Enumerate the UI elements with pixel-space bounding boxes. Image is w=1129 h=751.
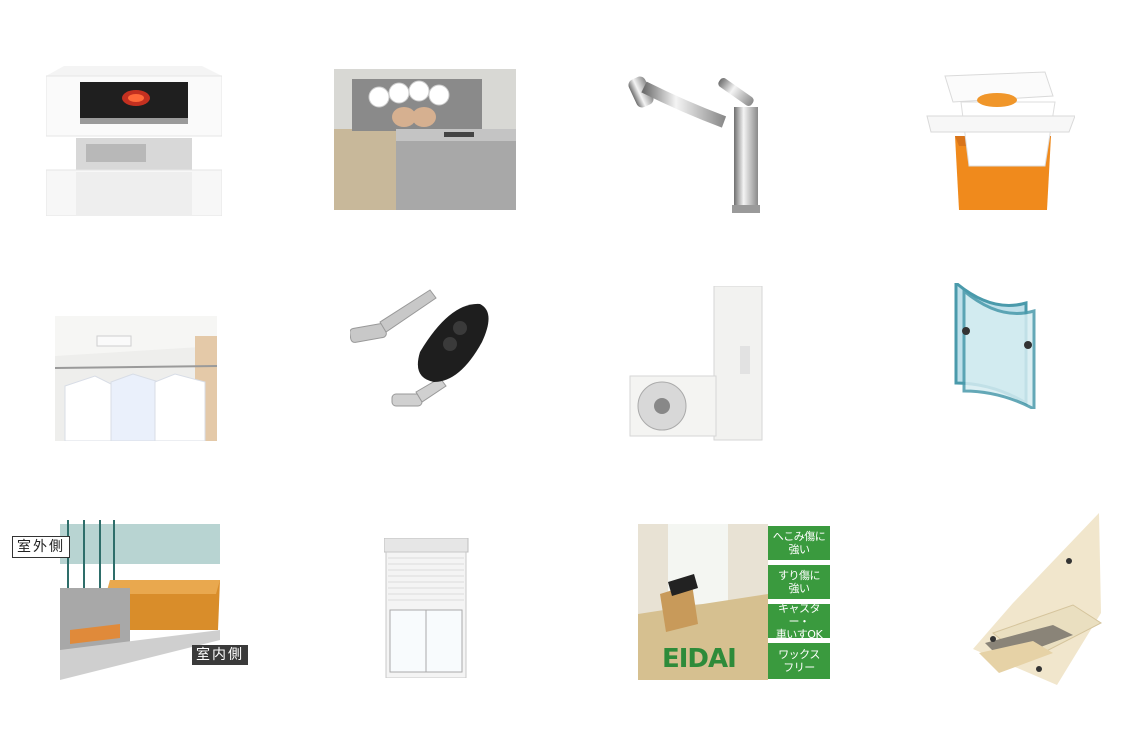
eidai-logo: EIDAI: [662, 644, 737, 674]
ih-cooktop-icon: [46, 66, 222, 216]
pair-glass-icon: [954, 283, 1036, 409]
inside-label: 室内側: [192, 645, 248, 665]
smart-key-image: [350, 282, 492, 412]
dishwasher-icon: [334, 69, 516, 210]
flooring-ad-icon: [638, 524, 768, 680]
pair-glass-image: [952, 283, 1042, 409]
water-heater-icon: [629, 286, 763, 441]
sash-cross-section-icon: [60, 520, 220, 680]
flooring-layers-image: [973, 513, 1103, 688]
sash-cross-section: 室外側 室内側: [10, 520, 260, 685]
dishwasher-image: [334, 69, 516, 210]
bathroom-dryer-image: [55, 316, 217, 441]
shutter-window-image: [384, 538, 470, 678]
faucet-image: [624, 67, 764, 215]
bathtub-icon: [926, 71, 1075, 210]
bathtub-image: [925, 66, 1075, 220]
feature-dent-resistant: へこみ傷に 強い: [768, 526, 830, 560]
bathroom-dryer-icon: [55, 316, 217, 441]
water-heater-image: [628, 286, 764, 442]
smart-key-icon: [350, 289, 489, 407]
faucet-icon: [628, 76, 760, 213]
shutter-window-icon: [384, 538, 469, 678]
flooring-layers-icon: [973, 513, 1103, 685]
feature-scratch-resistant: すり傷に 強い: [768, 565, 830, 599]
feature-caster-ok: キャスター・ 車いすOK: [768, 602, 830, 641]
outside-label: 室外側: [12, 536, 70, 558]
feature-wax-free: ワックス フリー: [768, 643, 830, 679]
eidai-flooring-ad: EIDAI へこみ傷に 強い すり傷に 強い キャスター・ 車いすOK ワックス…: [638, 524, 832, 680]
ih-cooktop-image: [46, 66, 222, 216]
